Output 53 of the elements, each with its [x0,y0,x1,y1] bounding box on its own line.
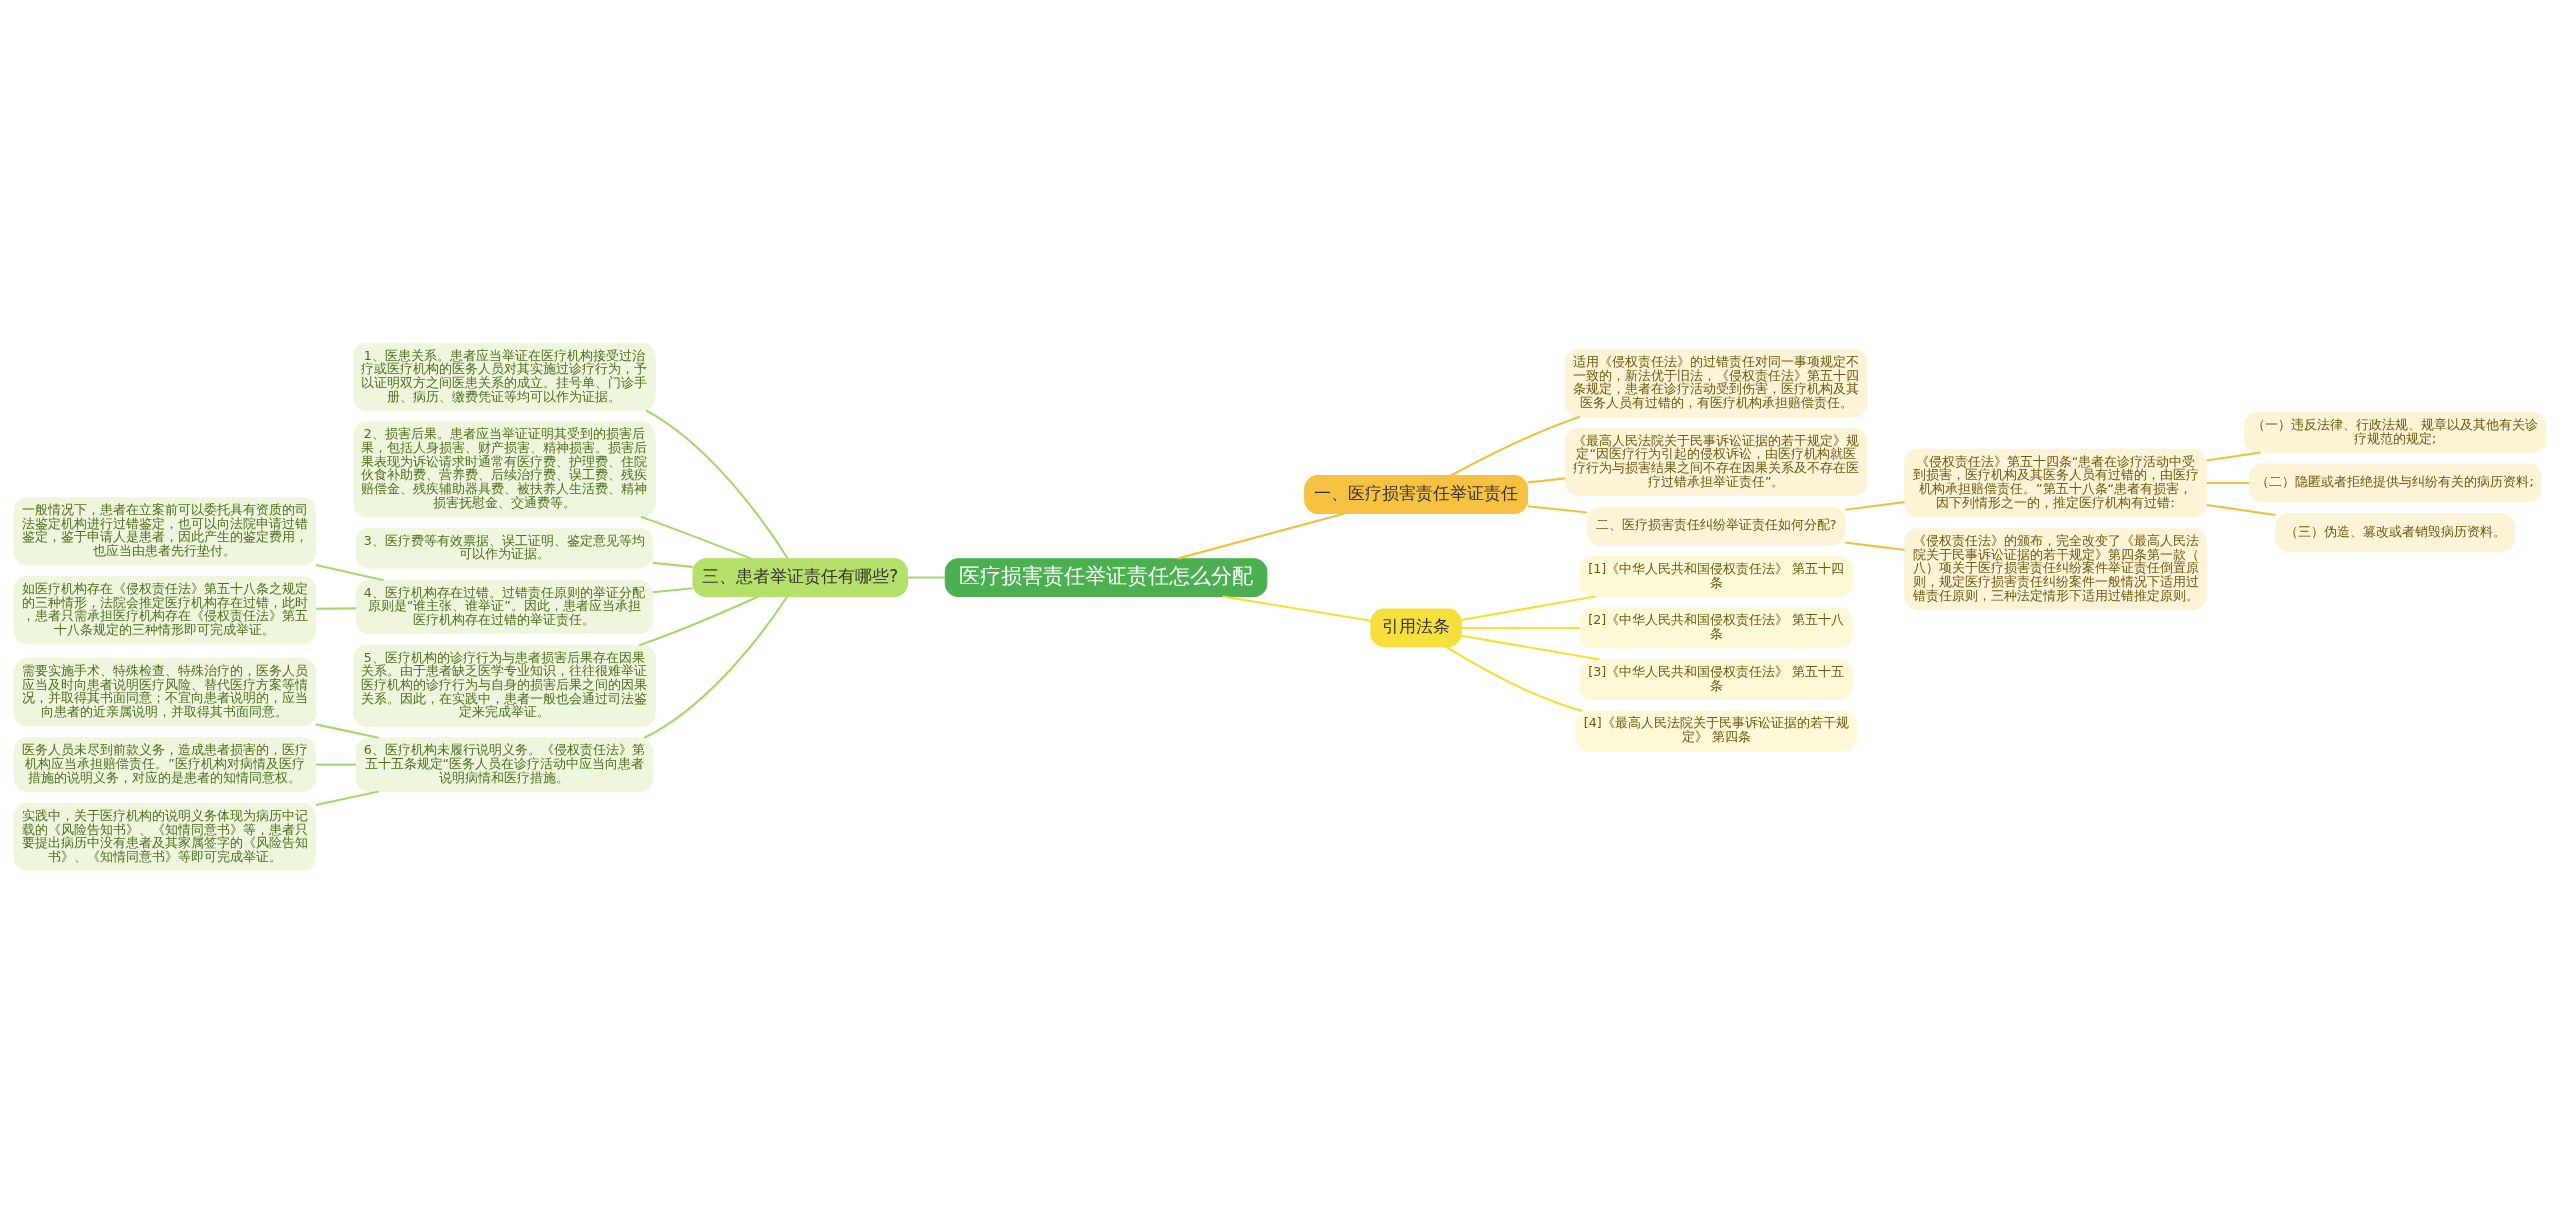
node-box: （一）违反法律、行政法规、规章以及其他有关诊疗规范的规定; [2243,411,2547,453]
connector [315,789,379,806]
connector [1461,595,1596,621]
connector [315,606,357,610]
node-box: 2、损害后果。患者应当举证证明其受到的损害后果，包括人身损害、财产损害、精神损害。损害后果表现为诉讼请求时通常有医疗费、护理费、住院伙食补助费、营养费、后续治疗费、误工费、残疾赔偿金、残疾辅助器具费、被扶养人生活费、精神损害抚慰金、交通费等。 [353,421,656,517]
connector [1845,500,1905,511]
node-box: [3]《中华人民共和国侵权责任法》 第五十五条 [1579,658,1853,700]
connector [2206,450,2261,462]
connector [315,763,357,766]
connector [1461,626,1580,629]
node-box: 一、医疗损害责任举证责任 [1304,474,1529,514]
connector [640,515,752,560]
node-box: [4]《最高人民法院关于民事诉讼证据的若干规定》 第四条 [1575,710,1857,751]
node-box: 一般情况下，患者在立案前可以委托具有资质的司法鉴定机构进行过错鉴定，也可以向法院申请过错鉴定，鉴于申请人是患者，因此产生的鉴定费用，也应当由患者先行垫付。 [13,496,317,565]
node-box: 适用《侵权责任法》的过错责任对同一事项规定不一致的，新法优于旧法，《侵权责任法》第五十四条规定，患者在诊疗活动受到伤害，医疗机构及其医务人员有过错的，有医疗机构承担赔偿责任。 [1564,348,1868,417]
connector [1177,511,1346,560]
node-box: 三、患者举证责任有哪些? [692,557,908,597]
node-box: 医务人员未尽到前款义务，造成患者损害的，医疗机构应当承担赔偿责任。”医疗机构对病情及医疗措施的说明义务，对应的是患者的知情同意权。 [13,736,317,792]
node-box: 实践中，关于医疗机构的说明义务体现为病历中记载的《风险告知书》、《知情同意书》等，患者只要提出病历中没有患者及其家属签字的《风险告知书》、《知情同意书》等即可完成举证。 [13,802,317,871]
connector [907,576,946,579]
connector [1222,594,1372,622]
connector [638,595,759,646]
node-box: [1]《中华人民共和国侵权责任法》 第五十四条 [1579,555,1853,597]
connector [1446,645,1583,712]
node-box: 5、医疗机构的诊疗行为与患者损害后果存在因果关系。由于患者缺乏医学专业知识，往往很难举证医疗机构的诊疗行为与自身的损害后果之间的因果关系。因此，在实践中，患者一般也会通过司法鉴定来完成举证。 [353,644,656,727]
node-box: 4、医疗机构存在过错。过错责任原则的举证分配原则是“谁主张、谁举证”。因此，患者应当承担医疗机构存在过错的举证责任。 [355,579,654,634]
connector [1845,540,1905,551]
connector [1461,634,1600,661]
connector [652,561,693,568]
node-box: 需要实施手术、特殊检查、特殊治疗的，医务人员应当及时向患者说明医疗风险、替代医疗方案等情况，并取得其书面同意；不宜向患者说明的，应当向患者的近亲属说明，并取得其书面同意。 [13,657,317,726]
node-box: 《侵权责任法》的颁布，完全改变了《最高人民法院关于民事诉讼证据的若干规定》第四条第一款（八）项关于医疗损害责任纠纷案件举证责任倒置原则，规定医疗损害责任纠纷案件一般情况下适用过错责任原则，三种法定情形下适用过错推定原则。 [1904,527,2207,610]
node-box: 医疗损害责任举证责任怎么分配 [944,557,1268,597]
node-box: 《最高人民法院关于民事诉讼证据的若干规定》规定“因医疗行为引起的侵权诉讼，由医疗机构就医疗行为与损害结果之间不存在因果关系及不存在医疗过错承担举证责任”。 [1564,427,1868,496]
connector [652,586,693,593]
connector [1527,476,1566,483]
node-box: 3、医疗费等有效票据、误工证明、鉴定意见等均可以作为证据。 [355,527,654,569]
connector [643,595,788,739]
node-box: 二、医疗损害责任纠纷举证责任如何分配? [1586,506,1846,545]
node-box: 引用法条 [1370,608,1462,647]
connector [1527,504,1588,514]
node-box: 6、医疗机构未履行说明义务。《侵权责任法》第五十五条规定“医务人员在诊疗活动中应当向患者说明病情和医疗措施。 [355,736,654,792]
connector [2206,503,2276,516]
node-box: [2]《中华人民共和国侵权责任法》 第五十八条 [1579,607,1853,648]
connector [645,409,789,559]
connector [2206,481,2249,484]
node-box: （二）隐匿或者拒绝提供与纠纷有关的病历资料; [2248,463,2542,502]
connector [315,563,384,581]
node-box: 1、医患关系。患者应当举证在医疗机构接受过治疗或医疗机构的医务人员对其实施过诊疗行为，予以证明双方之间医患关系的成立。挂号单、门诊手册、病历、缴费凭证等均可以作为证据。 [353,342,656,411]
connector [1450,415,1581,476]
node-box: （三）伪造、篡改或者销毁病历资料。 [2275,512,2515,552]
node-box: 如医疗机构存在《侵权责任法》第五十八条之规定的三种情形，法院会推定医疗机构存在过错，此时，患者只需承担医疗机构存在《侵权责任法》第五十八条规定的三种情形即可完成举证。 [13,575,317,644]
node-box: 《侵权责任法》第五十四条“患者在诊疗活动中受到损害，医疗机构及其医务人员有过错的，由医疗机构承担赔偿责任。”第五十八条“患者有损害，因下列情形之一的，推定医疗机构有过错: [1904,448,2207,517]
connector [315,722,379,739]
